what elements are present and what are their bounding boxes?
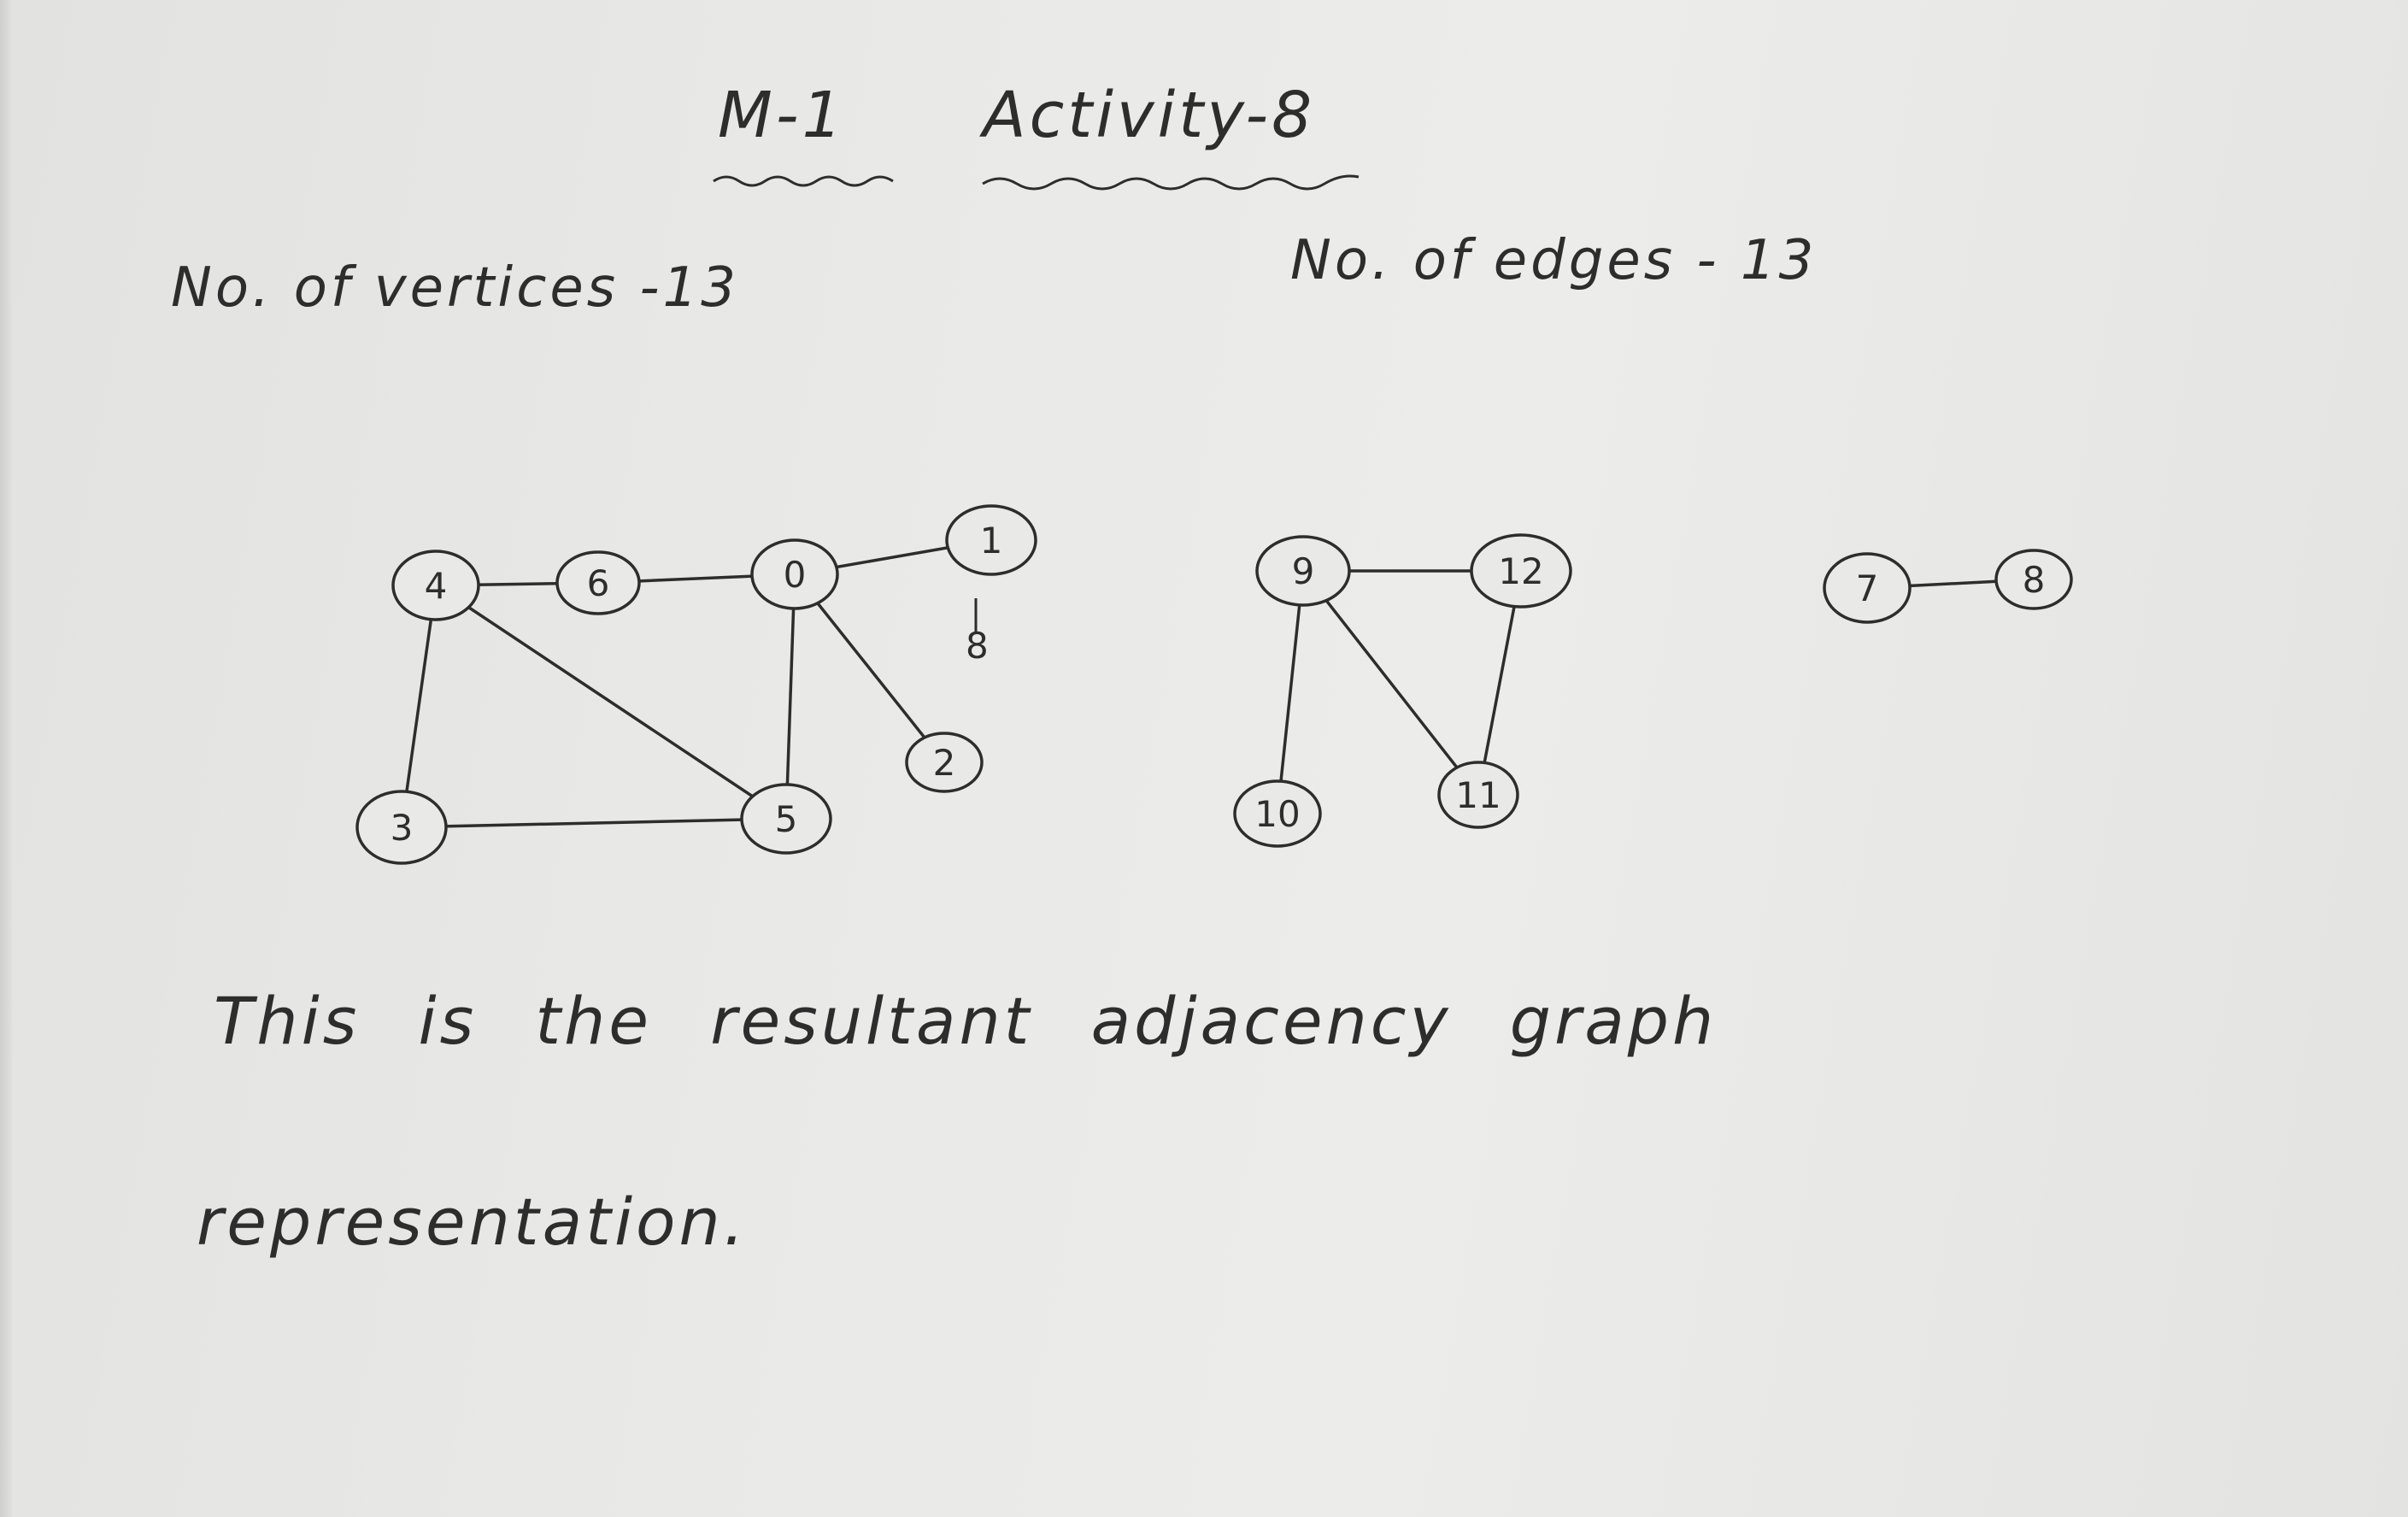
caption-line-2: representation. [197,1184,748,1260]
node-circle-3 [355,790,448,865]
node-3: 3 [355,790,448,865]
node-circle-10 [1233,779,1322,848]
node-circle-1 [945,504,1037,576]
node-label-8: 8 [2023,559,2046,601]
node-12: 12 [1470,533,1572,609]
node-label-3: 3 [391,807,414,849]
node-circle-9 [1255,535,1351,607]
edges-count-text: No. of edges - 13 [1290,229,1818,292]
edge-9-10 [1276,569,1305,815]
node-label-10: 10 [1254,793,1300,835]
node-2: 2 [905,732,984,793]
edge-layer [400,538,2035,829]
edge-0-2 [793,573,946,764]
node-label-2: 2 [933,742,956,784]
node-label-6: 6 [587,562,610,604]
node-label-0: 0 [784,554,807,596]
node-circle-12 [1470,533,1572,609]
node-circle-6 [555,550,641,615]
vertices-count-text: No. of vertices -13 [171,256,739,320]
node-circle-11 [1437,761,1519,829]
node-circle-8 [1994,549,2073,610]
node-label-7: 7 [1856,567,1879,609]
title-module: M-1 [718,79,846,152]
node-6: 6 [555,550,641,615]
edge-12-11 [1477,569,1523,797]
node-7: 7 [1823,552,1912,624]
edge-4-3 [400,584,438,829]
node-9: 9 [1255,535,1351,607]
node-5: 5 [740,783,832,855]
node-11: 11 [1437,761,1519,829]
edge-3-5 [400,817,788,829]
node-circle-4 [391,550,480,621]
node-1: 1 [945,504,1037,576]
node-label-9: 9 [1292,550,1315,592]
node-label-4: 4 [425,565,448,607]
node-label-12: 12 [1498,550,1543,592]
node-label-5: 5 [775,798,798,840]
edge-0-5 [784,573,796,820]
node-8: 8 [1994,549,2073,610]
edge-9-11 [1301,569,1480,797]
title-activity: Activity-8 [983,79,1316,152]
edge-4-5 [434,584,788,820]
node-circle-0 [750,538,839,610]
node-4: 4 [391,550,480,621]
node-label-11: 11 [1455,774,1501,816]
node-label-1: 1 [980,520,1003,562]
node-circle-7 [1823,552,1912,624]
caption-line-1: This is the resultant adjacency graph [214,983,1718,1059]
paper-edge [0,0,12,1517]
node-10: 10 [1233,779,1322,848]
node-circle-5 [740,783,832,855]
node-0: 0 [750,538,839,610]
node-circle-2 [905,732,984,793]
